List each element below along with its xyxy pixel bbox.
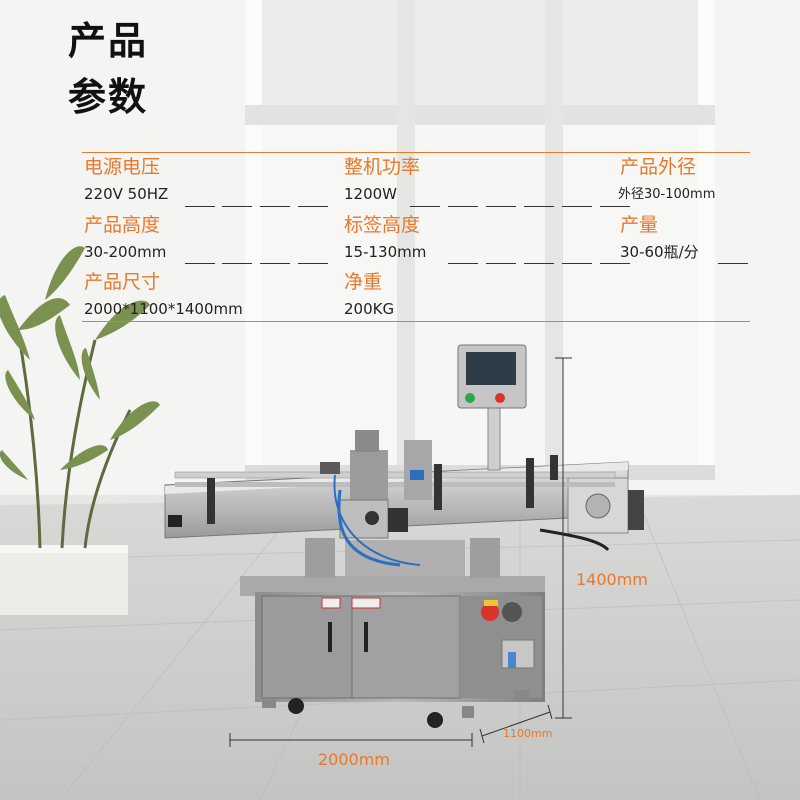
depth-dimension-label: 1100mm bbox=[503, 727, 553, 740]
spec-label-weight: 净重 bbox=[344, 271, 383, 293]
spec-label-label-height: 标签高度 bbox=[344, 214, 421, 236]
spec-value-power: 1200W bbox=[344, 185, 398, 203]
spec-label-power: 整机功率 bbox=[344, 156, 421, 178]
potted-plant bbox=[0, 246, 160, 615]
height-dimension-label: 1400mm bbox=[576, 570, 648, 589]
spec-value-product-height: 30-200mm bbox=[84, 243, 167, 261]
spec-value-output: 30-60瓶/分 bbox=[620, 243, 699, 261]
labeling-machine bbox=[164, 344, 644, 728]
spec-label-voltage: 电源电压 bbox=[84, 156, 161, 178]
spec-value-label-height: 15-130mm bbox=[344, 243, 427, 261]
page-title-line1: 产品 bbox=[68, 19, 149, 63]
table-top-rule bbox=[82, 152, 750, 153]
spec-label-dimensions: 产品尺寸 bbox=[84, 271, 161, 293]
spec-value-diameter: 外径30-100mm bbox=[618, 187, 716, 202]
spec-label-diameter: 产品外径 bbox=[620, 156, 697, 178]
spec-value-weight: 200KG bbox=[344, 300, 395, 318]
page-title-line2: 参数 bbox=[68, 75, 149, 119]
table-bottom-rule bbox=[82, 321, 750, 322]
length-dimension-label: 2000mm bbox=[318, 750, 390, 769]
spec-label-output: 产量 bbox=[620, 214, 659, 236]
dimension-lines bbox=[229, 357, 572, 747]
spec-value-voltage: 220V 50HZ bbox=[84, 185, 169, 203]
spec-value-dimensions: 2000*1100*1400mm bbox=[84, 300, 243, 318]
spec-label-product-height: 产品高度 bbox=[84, 214, 161, 236]
window bbox=[245, 0, 715, 480]
